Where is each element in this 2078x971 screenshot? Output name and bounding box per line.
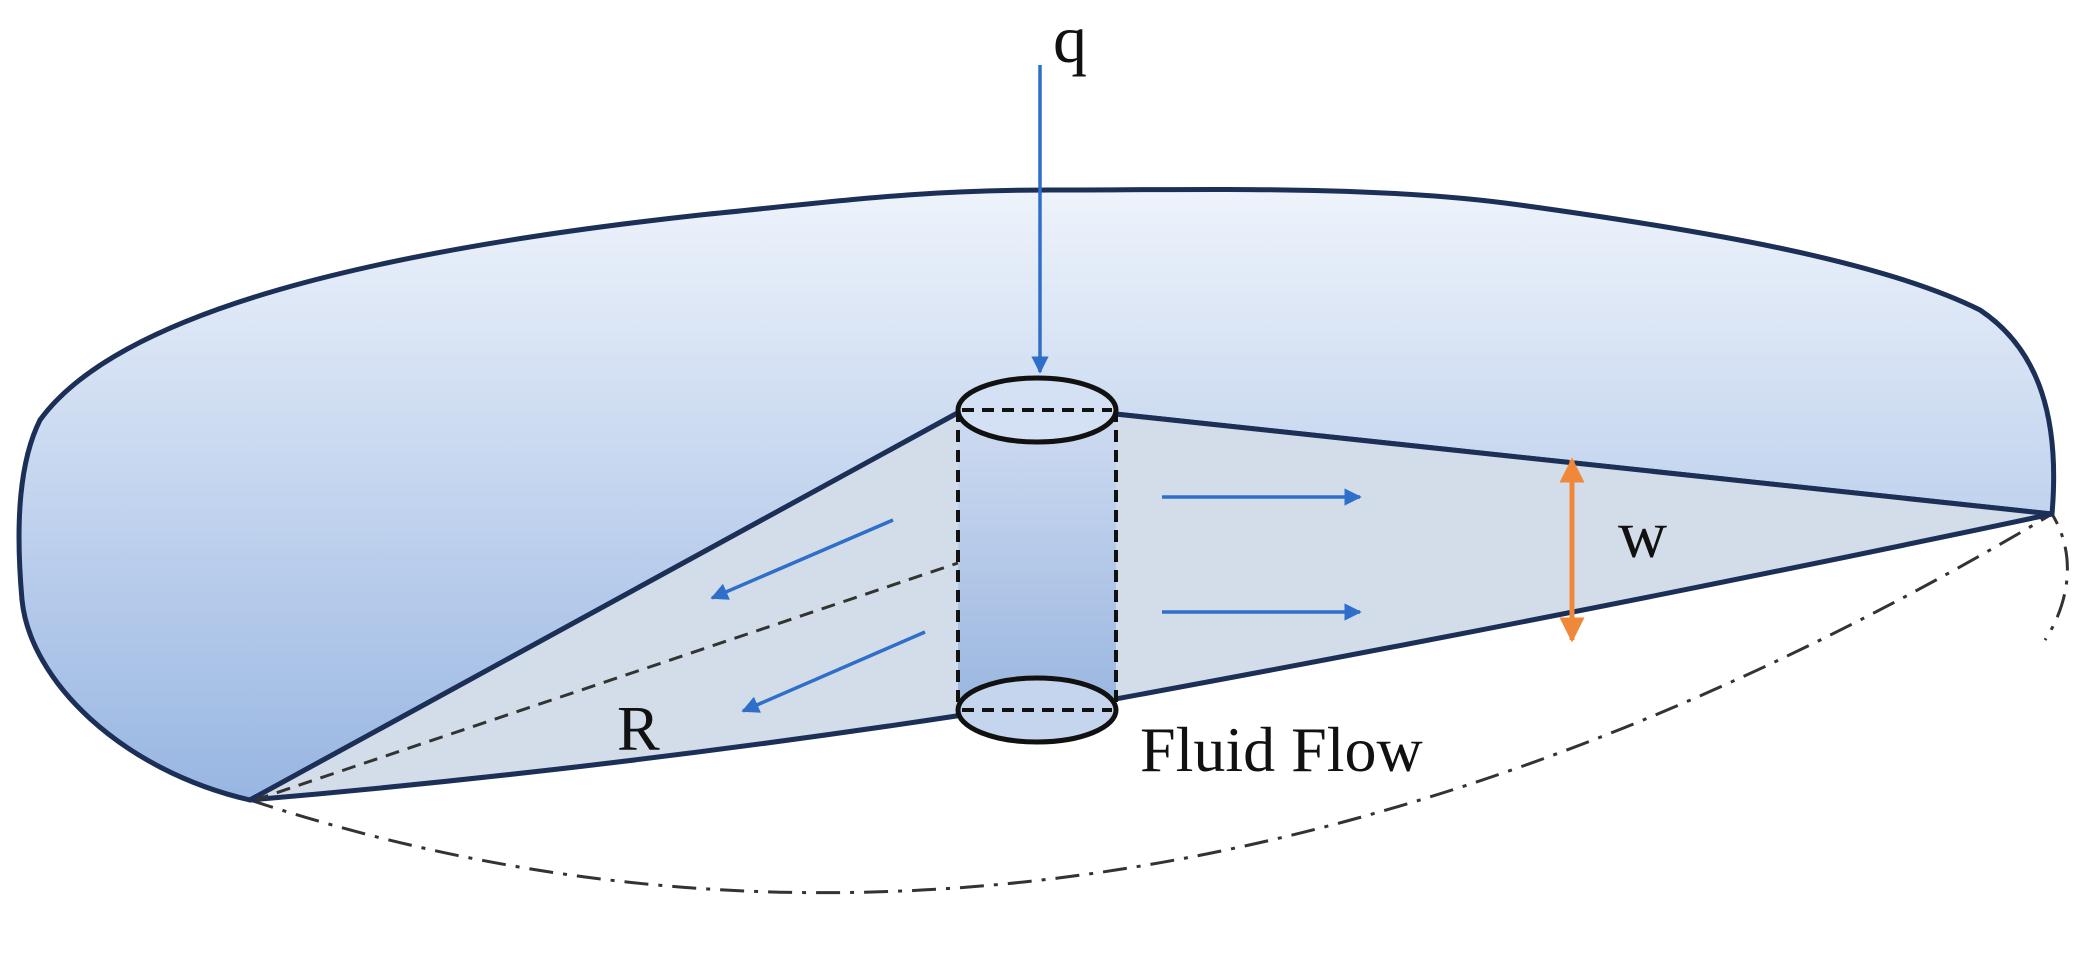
radius-label: R: [617, 693, 660, 764]
wellbore-body: [958, 410, 1116, 710]
flow-arrow-left-upper-icon: [710, 518, 894, 600]
fracture-plane-lower-edge: [247, 511, 2055, 803]
wellbore-bottom-ellipse: [955, 675, 1119, 745]
fluid-flow-label: Fluid Flow: [1140, 714, 1423, 785]
wellbore: [955, 375, 1119, 745]
flow-arrows: [710, 488, 1362, 713]
wellbore-top-ellipse: [955, 375, 1119, 445]
fracture-plane: [250, 410, 2052, 800]
radius-line: [254, 561, 959, 802]
flow-rate-label: q: [1053, 1, 1087, 77]
flow-arrow-left-lower-icon: [741, 630, 926, 713]
lower-disk-outline: [249, 511, 2069, 895]
width-label: w: [1618, 496, 1667, 572]
